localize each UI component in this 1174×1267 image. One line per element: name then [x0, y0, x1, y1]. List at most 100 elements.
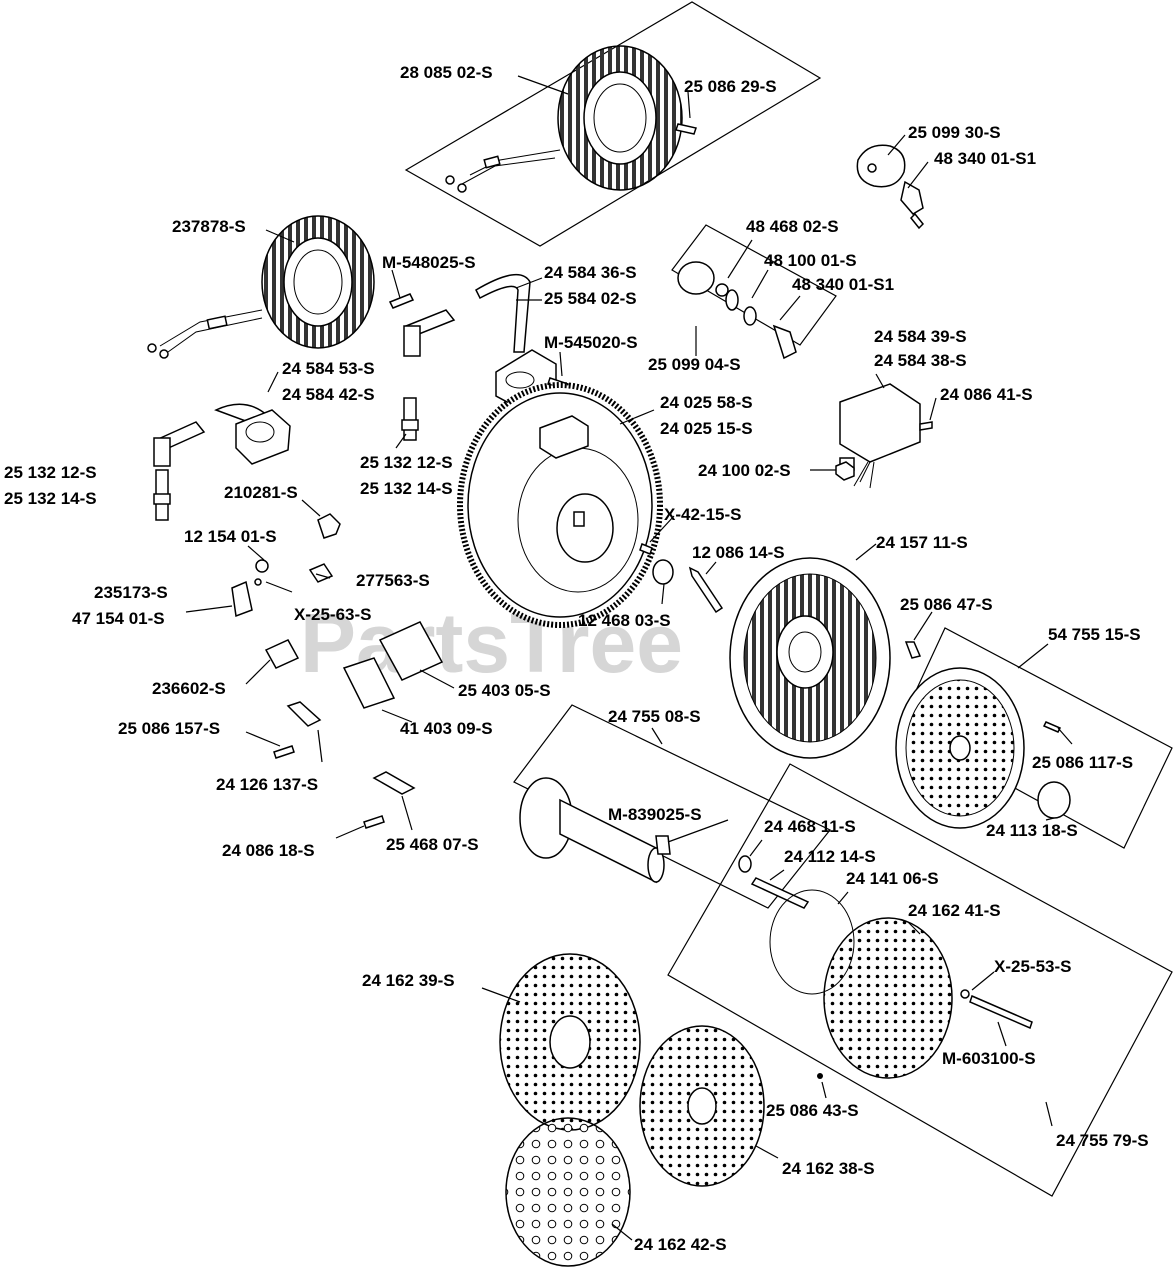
bolt-25-086-117 [1042, 721, 1062, 733]
label-47-154-01-s[interactable]: 47 154 01-S [72, 609, 165, 628]
label-24-113-18-s[interactable]: 24 113 18-S [986, 821, 1078, 840]
disc-24-162-39 [499, 953, 641, 1131]
label-24-755-79-s[interactable]: 24 755 79-S [1056, 1131, 1149, 1150]
label-277563-s[interactable]: 277563-S [356, 571, 430, 590]
pin-24-112-14 [750, 877, 810, 909]
label-48-100-01-s[interactable]: 48 100 01-S [764, 251, 857, 270]
label-24-162-41-s[interactable]: 24 162 41-S [908, 901, 1001, 920]
washer-x-25-63 [254, 578, 262, 586]
label-24-584-38-s[interactable]: 24 584 38-S [874, 351, 967, 370]
label-25-132-12-s-right[interactable]: 25 132 12-S [360, 453, 453, 472]
washer-24-468-11 [738, 855, 752, 873]
label-x-25-63-s[interactable]: X-25-63-S [294, 605, 371, 624]
label-m-603100-s[interactable]: M-603100-S [942, 1049, 1036, 1068]
label-24-025-58-s[interactable]: 24 025 58-S [660, 393, 753, 412]
disc-24-162-42 [505, 1117, 631, 1267]
label-28-085-02-s[interactable]: 28 085 02-S [400, 63, 493, 82]
sleeve-277563 [308, 563, 334, 583]
shaft-24-755-08 [519, 777, 665, 884]
label-25-132-14-s-left[interactable]: 25 132 14-S [4, 489, 97, 508]
label-m-545020-s[interactable]: M-545020-S [544, 333, 638, 352]
label-25-099-04-s[interactable]: 25 099 04-S [648, 355, 741, 374]
spark-plug-right [401, 397, 419, 441]
label-24-162-42-s[interactable]: 24 162 42-S [634, 1235, 727, 1254]
label-25-086-157-s[interactable]: 25 086 157-S [118, 719, 220, 738]
label-24-157-11-s[interactable]: 24 157 11-S [876, 533, 968, 552]
shaft-group-box [513, 704, 831, 909]
bolt-12-086-14 [688, 566, 724, 614]
label-24-086-41-s[interactable]: 24 086 41-S [940, 385, 1033, 404]
label-x-25-53-s[interactable]: X-25-53-S [994, 957, 1071, 976]
plate-24-113-18 [1037, 781, 1071, 819]
key-switch-25-099-30 [856, 144, 925, 230]
label-48-468-02-s[interactable]: 48 468 02-S [746, 217, 839, 236]
label-236602-s[interactable]: 236602-S [152, 679, 226, 698]
label-25-132-14-s-right[interactable]: 25 132 14-S [360, 479, 453, 498]
label-24-468-11-s[interactable]: 24 468 11-S [764, 817, 856, 836]
nut-12-154-01 [255, 559, 269, 573]
bolt-25-086-47 [904, 641, 922, 659]
clip-210281 [317, 513, 341, 539]
key-switch-group-box [671, 224, 837, 346]
label-24-584-39-s[interactable]: 24 584 39-S [874, 327, 967, 346]
label-25-468-07-s[interactable]: 25 468 07-S [386, 835, 479, 854]
stator-237878 [147, 215, 375, 359]
label-24-584-36-s[interactable]: 24 584 36-S [544, 263, 637, 282]
flywheel-24-025-58 [457, 382, 663, 628]
label-m-839025-s[interactable]: M-839025-S [608, 805, 702, 824]
key-x-42-15 [639, 543, 653, 555]
label-m-548025-s[interactable]: M-548025-S [382, 253, 476, 272]
label-24-755-08-s[interactable]: 24 755 08-S [608, 707, 701, 726]
label-210281-s[interactable]: 210281-S [224, 483, 298, 502]
ignition-coil-24-584-53 [153, 403, 291, 467]
bolt-24-086-18 [363, 815, 385, 829]
bolt-25-086-157 [273, 745, 295, 759]
label-25-132-12-s-left[interactable]: 25 132 12-S [4, 463, 97, 482]
label-24-086-18-s[interactable]: 24 086 18-S [222, 841, 315, 860]
label-24-126-137-s[interactable]: 24 126 137-S [216, 775, 318, 794]
label-12-154-01-s[interactable]: 12 154 01-S [184, 527, 277, 546]
label-24-112-14-s[interactable]: 24 112 14-S [784, 847, 876, 866]
label-24-584-53-s[interactable]: 24 584 53-S [282, 359, 375, 378]
label-25-403-05-s[interactable]: 25 403 05-S [458, 681, 551, 700]
label-41-403-09-s[interactable]: 41 403 09-S [400, 719, 493, 738]
bolt-m-548025 [388, 293, 415, 309]
rivet-25-086-43 [817, 1073, 823, 1079]
label-25-086-117-s[interactable]: 25 086 117-S [1032, 753, 1133, 772]
label-24-162-39-s[interactable]: 24 162 39-S [362, 971, 455, 990]
screen-24-162-41 [823, 917, 953, 1079]
rectifier-24-584-39 [839, 383, 933, 489]
plate-25-468-07 [372, 771, 416, 795]
spark-plug-left [153, 469, 171, 521]
label-25-086-47-s[interactable]: 25 086 47-S [900, 595, 993, 614]
label-25-099-30-s[interactable]: 25 099 30-S [908, 123, 1001, 142]
label-237878-s[interactable]: 237878-S [172, 217, 246, 236]
label-24-025-15-s[interactable]: 24 025 15-S [660, 419, 753, 438]
regulator-25-403-05 [378, 621, 444, 681]
label-12-468-03-s[interactable]: 12 468 03-S [578, 611, 671, 630]
washer-12-468-03 [652, 559, 674, 585]
label-x-42-15-s[interactable]: X-42-15-S [664, 505, 741, 524]
regulator-41-403-09 [342, 657, 396, 709]
label-24-141-06-s[interactable]: 24 141 06-S [846, 869, 939, 888]
label-12-086-14-s[interactable]: 12 086 14-S [692, 543, 785, 562]
label-24-162-38-s[interactable]: 24 162 38-S [782, 1159, 875, 1178]
screen-54-755-15 [895, 667, 1025, 829]
label-235173-s[interactable]: 235173-S [94, 583, 168, 602]
label-54-755-15-s[interactable]: 54 755 15-S [1048, 625, 1141, 644]
screen-assembly-group-box [667, 763, 1173, 1197]
label-48-340-01-s1[interactable]: 48 340 01-S1 [792, 275, 894, 294]
label-48-340-01-s1-top[interactable]: 48 340 01-S1 [934, 149, 1036, 168]
nut-24-100-02 [835, 461, 855, 481]
bolt-m-603100 [969, 994, 1033, 1030]
fan-24-157-11 [729, 557, 891, 759]
regulator-236602 [264, 639, 300, 669]
label-24-584-42-s[interactable]: 24 584 42-S [282, 385, 375, 404]
clamp-235173 [231, 580, 253, 618]
label-24-100-02-s[interactable]: 24 100 02-S [698, 461, 791, 480]
label-25-086-29-s[interactable]: 25 086 29-S [684, 77, 777, 96]
label-25-086-43-s[interactable]: 25 086 43-S [766, 1101, 859, 1120]
key-switch-25-099-04 [677, 261, 797, 360]
label-25-584-02-s[interactable]: 25 584 02-S [544, 289, 637, 308]
